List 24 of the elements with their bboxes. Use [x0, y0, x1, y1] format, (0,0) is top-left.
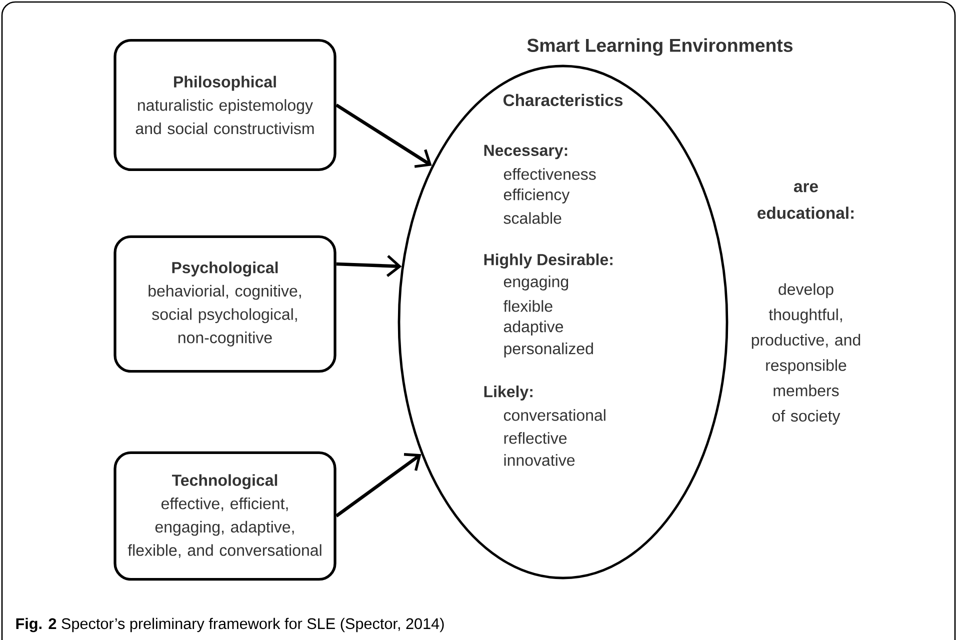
- category-heading: Highly Desirable:: [484, 254, 612, 268]
- characteristic: adaptive: [504, 320, 564, 336]
- title: Smart Learning Environments: [527, 38, 793, 56]
- characteristic: reflective: [504, 432, 567, 444]
- caption: Fig. 2 Spector’s preliminary framework for SLE (Spector, 2014): [16, 618, 444, 632]
- arrow: [335, 104, 432, 168]
- outcome-text: develop thoughtful, productive, and responsible members of society: [752, 283, 860, 425]
- category-box: Philosophical naturalistic epistemology and social constructivism: [114, 39, 336, 171]
- characteristic: innovative: [504, 454, 575, 466]
- heading: Characteristics: [503, 94, 623, 106]
- characteristic: efficiency: [504, 188, 570, 204]
- arrow: [336, 254, 402, 277]
- characteristic: effectiveness: [504, 168, 596, 180]
- category-heading: Necessary:: [484, 144, 568, 160]
- characteristic: engaging: [504, 276, 568, 290]
- characteristic: flexible: [504, 300, 552, 312]
- outcome-heading: are educational:: [758, 183, 854, 219]
- category-box: Technological effective, efficient, engaging, adaptive, flexible, and conversational: [114, 451, 336, 581]
- characteristic: conversational: [504, 409, 606, 421]
- category-heading: Likely:: [484, 386, 532, 400]
- category-box: Psychological behaviorial, cognitive, social psychological, non-cognitive: [114, 235, 336, 373]
- characteristic: personalized: [504, 342, 593, 358]
- arrow: [335, 453, 422, 518]
- characteristic: scalable: [504, 212, 562, 224]
